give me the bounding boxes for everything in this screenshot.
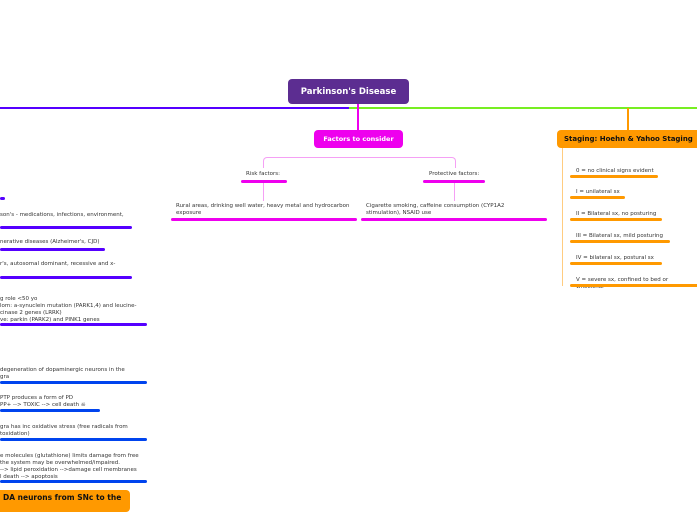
- protective-bar: [423, 180, 485, 183]
- left-item[interactable]: g role <50 yo lom: a-synuclein mutation …: [0, 296, 137, 323]
- risk-text[interactable]: Rural areas, drinking well water, heavy …: [176, 203, 350, 216]
- protective-text[interactable]: Cigarette smoking, caffeine consumption …: [366, 203, 505, 216]
- staging-item[interactable]: 0 = no clinical signs evident: [576, 168, 654, 174]
- connector-left: [0, 107, 349, 109]
- connector-protective: [454, 183, 455, 201]
- staging-item-bar: [570, 284, 697, 287]
- left-item[interactable]: PTP produces a form of PD PP+ --> TOXIC …: [0, 395, 86, 408]
- connector-staging: [627, 108, 629, 130]
- staging-item-bar: [570, 240, 670, 243]
- left-item[interactable]: gra has inc oxidative stress (free radic…: [0, 424, 128, 437]
- left-item-bar: [0, 381, 147, 384]
- left-item[interactable]: degeneration of dopaminergic neurons in …: [0, 367, 125, 380]
- left-item-bar: [0, 480, 147, 483]
- staging-item[interactable]: I = unilateral sx: [576, 189, 620, 195]
- left-item-bar: [0, 438, 147, 441]
- left-item-bar: [0, 409, 100, 412]
- connector-right: [349, 107, 697, 109]
- staging-item-bar: [570, 218, 662, 221]
- staging-item[interactable]: II = Bilateral sx, no posturing: [576, 211, 657, 217]
- connector-factors: [357, 104, 359, 130]
- staging-item[interactable]: V = severe sx, confined to bed or wheelc…: [576, 277, 669, 290]
- connector-factors-split: [263, 157, 456, 168]
- left-group1-bar: [0, 197, 5, 200]
- left-item[interactable]: nerative diseases (Alzheimer's, CJD): [0, 239, 100, 245]
- staging-item-bar: [570, 196, 625, 199]
- bottom-node[interactable]: DA neurons from SNc to the: [0, 490, 130, 512]
- protective-label[interactable]: Protective factors:: [429, 171, 480, 177]
- staging-node[interactable]: Staging: Hoehn & Yahoo Staging: [557, 130, 697, 148]
- left-item-bar: [0, 248, 105, 251]
- root-node[interactable]: Parkinson's Disease: [288, 79, 409, 104]
- connector-risk: [263, 183, 264, 201]
- risk-label[interactable]: Risk factors:: [246, 171, 280, 177]
- risk-bar: [241, 180, 287, 183]
- left-item[interactable]: e molecules (glutathione) limits damage …: [0, 453, 139, 480]
- factors-node[interactable]: Factors to consider: [314, 130, 403, 148]
- left-item[interactable]: son's - medications, infections, environ…: [0, 212, 124, 218]
- staging-item[interactable]: IV = bilateral sx, postural sx: [576, 255, 654, 261]
- left-item-bar: [0, 276, 132, 279]
- left-item-bar: [0, 323, 147, 326]
- staging-item[interactable]: III = Bilateral sx, mild posturing: [576, 233, 664, 239]
- staging-item-bar: [570, 175, 658, 178]
- staging-item-bar: [570, 262, 662, 265]
- connector-staging-items: [562, 148, 563, 286]
- protective-text-bar: [361, 218, 547, 221]
- left-item-bar: [0, 226, 132, 229]
- left-item[interactable]: r's, autosomal dominant, recessive and x…: [0, 261, 116, 267]
- risk-text-bar: [171, 218, 357, 221]
